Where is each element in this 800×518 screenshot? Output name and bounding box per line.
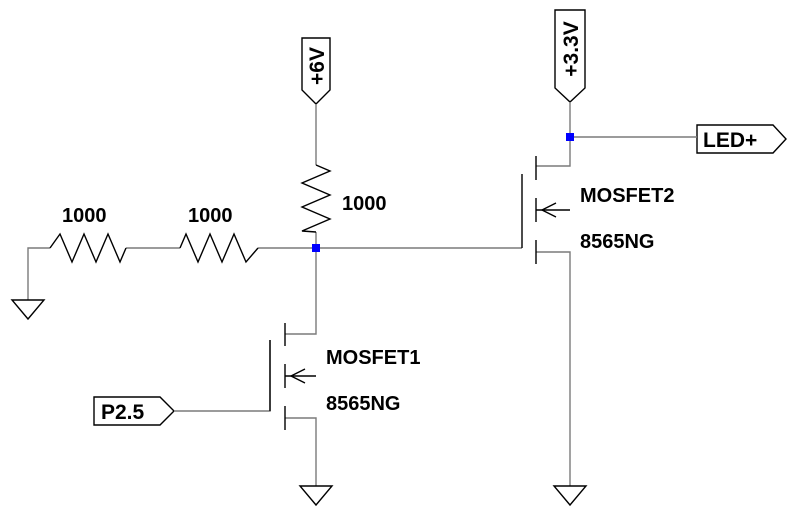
net-label-led-plus-text: LED+ xyxy=(703,129,757,152)
resistor-r3[interactable]: 1000 xyxy=(300,164,387,233)
resistor-r2[interactable]: 1000 xyxy=(179,205,259,264)
resistor-r3-value: 1000 xyxy=(342,193,387,215)
ground-mosfet1-icon xyxy=(298,485,334,507)
power-flag-3v3-label: +3.3V xyxy=(560,21,583,76)
power-flag-6v[interactable]: +6V xyxy=(301,37,331,105)
power-flag-6v-label: +6V xyxy=(306,47,329,85)
resistor-r1[interactable]: 1000 xyxy=(49,205,127,264)
mosfet1-part: 8565NG xyxy=(326,393,401,415)
mosfet1-name: MOSFET1 xyxy=(326,347,420,369)
mosfet1[interactable]: MOSFET1 8565NG xyxy=(269,323,420,430)
power-flag-3v3[interactable]: +3.3V xyxy=(554,9,586,103)
mosfet2-part: 8565NG xyxy=(580,231,655,253)
ground-left-icon xyxy=(10,299,46,321)
resistor-r1-value: 1000 xyxy=(62,205,107,227)
net-label-p2-5-text: P2.5 xyxy=(101,401,145,424)
mosfet2[interactable]: MOSFET2 8565NG xyxy=(521,156,674,264)
junction-3v3-node xyxy=(566,133,574,141)
wires xyxy=(27,102,697,486)
net-label-p2-5[interactable]: P2.5 xyxy=(93,396,175,426)
mosfet2-name: MOSFET2 xyxy=(580,185,674,207)
junction-mid-node xyxy=(312,244,320,252)
net-label-led-plus[interactable]: LED+ xyxy=(696,124,787,154)
ground-mosfet2-icon xyxy=(552,485,588,507)
resistor-r2-value: 1000 xyxy=(188,205,233,227)
